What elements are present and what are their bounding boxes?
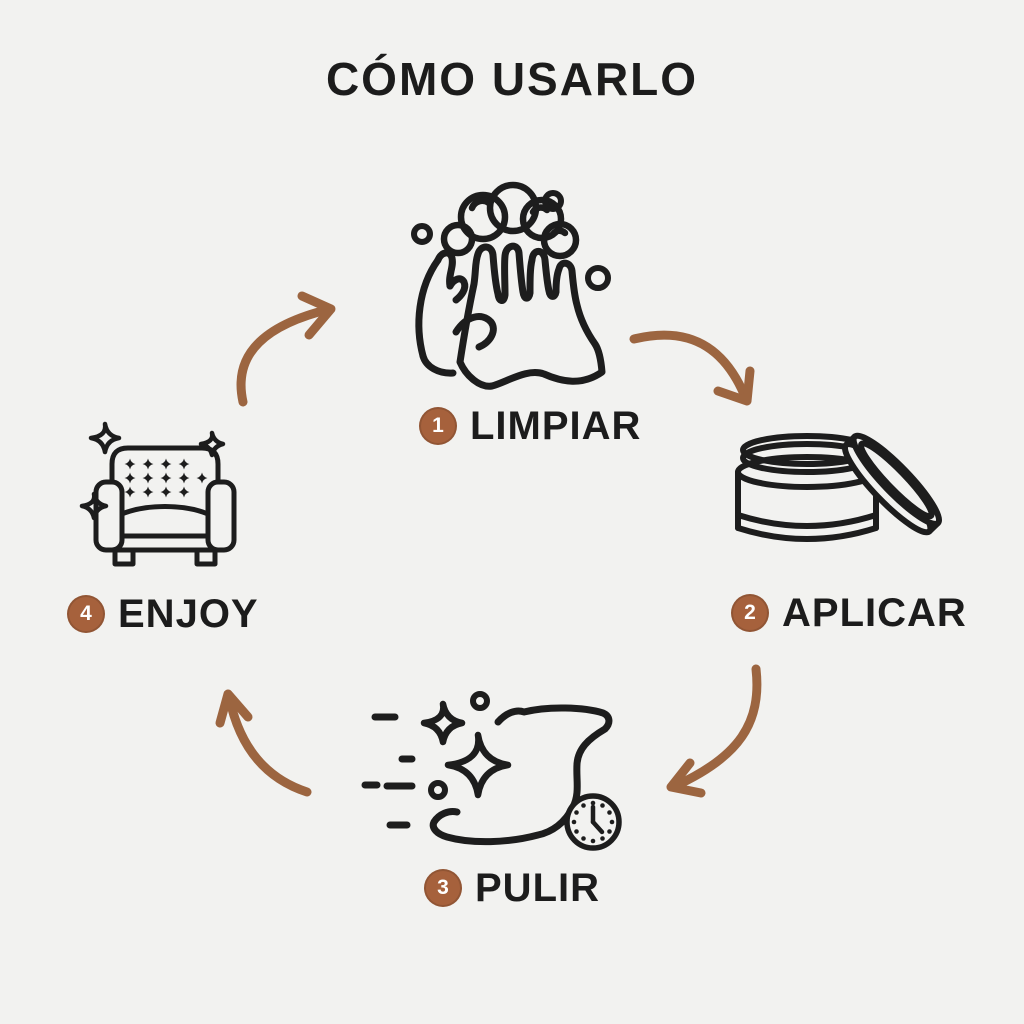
step-4-enjoy: 4 ENJOY [67,594,259,634]
page-title: CÓMO USARLO [325,53,699,105]
step-number-badge: 4 [67,595,105,633]
step-3-pulir: 3 PULIR [424,868,600,908]
step-number-badge: 1 [419,407,457,445]
cloth-outline [429,704,613,846]
armchair-sparkles-icon [79,421,237,567]
chair-arm-right [205,479,237,553]
hands-washing-icon [411,181,611,390]
sparkle-icons [420,691,512,800]
arrow-aplicar-to-pulir-icon [666,664,762,798]
step-number-badge: 2 [731,594,769,632]
step-label: ENJOY [118,592,259,636]
tufting-diamonds [124,458,208,498]
arrow-pulir-to-enjoy-icon [215,689,312,797]
step-number-badge: 3 [424,869,462,907]
sparkle-icons [79,421,226,521]
wax-tin-icon [735,432,943,542]
arrow-limpiar-to-aplicar-icon [629,330,755,406]
step-1-limpiar: 1 LIMPIAR [419,406,641,446]
chair-leg-left [112,547,136,567]
step-label: PULIR [475,866,600,910]
chair-leg-right [194,547,218,567]
step-label: APLICAR [782,591,967,635]
motion-dashes-icon [361,713,416,829]
chair-arm-left [93,479,125,553]
clock-icon [564,793,622,851]
step-2-aplicar: 2 APLICAR [731,593,967,633]
polishing-cloth-clock-icon [361,691,622,851]
step-label: LIMPIAR [470,404,642,448]
seat-cushion [119,504,211,517]
arrow-enjoy-to-limpiar-icon [236,291,336,407]
chair-back [109,445,221,527]
